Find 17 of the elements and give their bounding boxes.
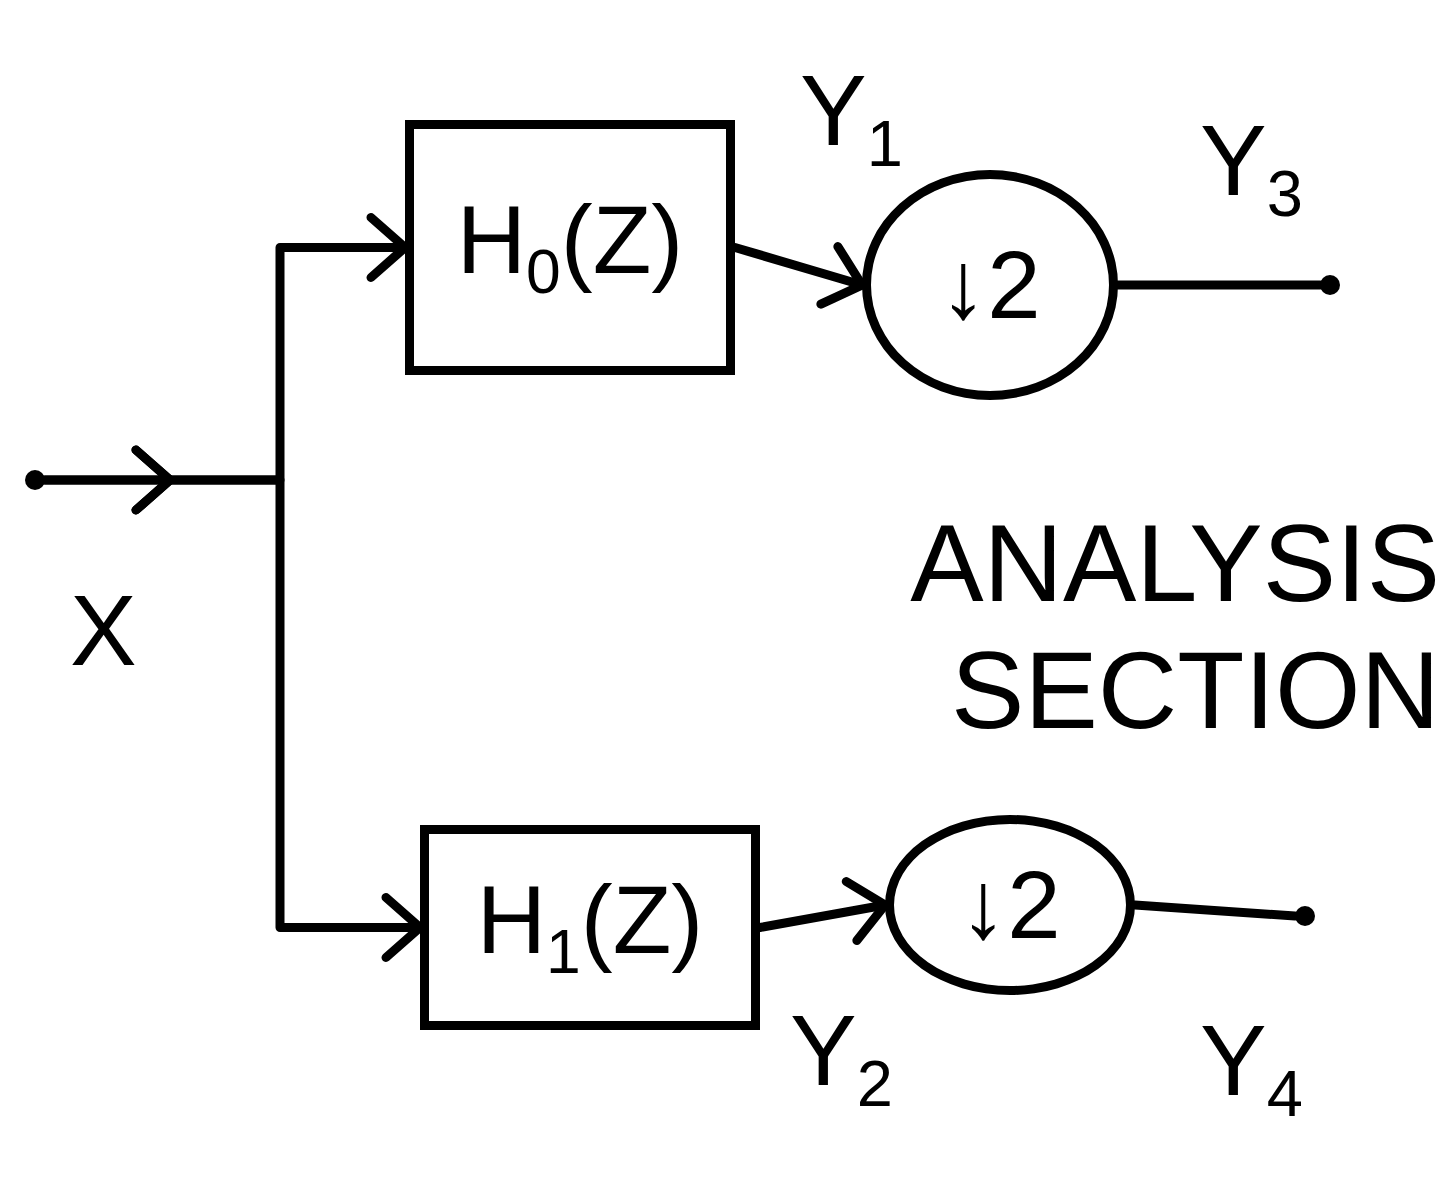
- node-label: ↓2: [959, 857, 1061, 953]
- node-label: ↓2: [939, 237, 1041, 333]
- signal-label: X: [70, 580, 137, 680]
- edge-label: Y$_{2}$: [790, 1000, 893, 1116]
- terminal-dot: [1320, 275, 1340, 295]
- signal-label: Y$_{4}$: [1200, 1010, 1303, 1126]
- filter-box: [420, 825, 760, 1030]
- terminal-dot: [1295, 906, 1315, 926]
- node-label: H$_{1}$(Z): [476, 871, 704, 984]
- terminal-dot: [25, 470, 45, 490]
- filter-box: [405, 120, 735, 375]
- downsampler-circle: [862, 170, 1118, 400]
- section-title: ANALYSIS SECTION: [909, 500, 1440, 753]
- edge-label: Y$_{1}$: [800, 60, 903, 176]
- signal-label: Y$_{3}$: [1200, 110, 1303, 226]
- downsampler-circle: [885, 815, 1135, 995]
- node-label: H$_{0}$(Z): [456, 191, 684, 304]
